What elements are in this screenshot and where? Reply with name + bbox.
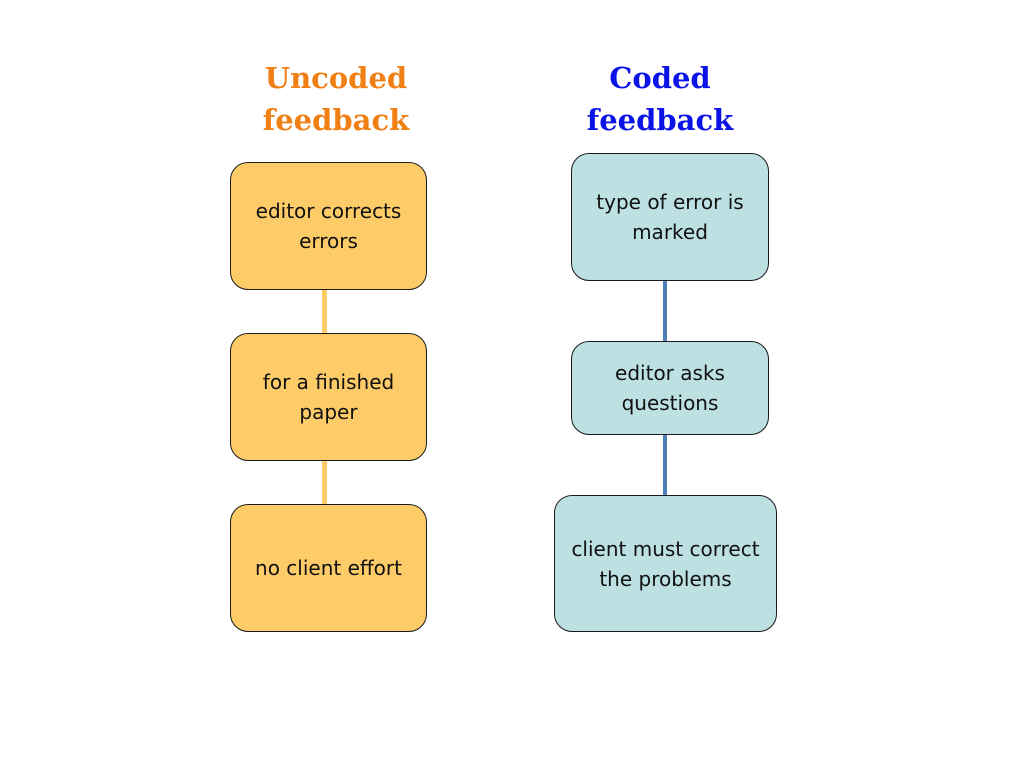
coded-heading-line1: Coded (609, 61, 711, 95)
coded-connector-2 (663, 434, 667, 496)
uncoded-box-no-client-effort: no client effort (230, 504, 427, 632)
coded-feedback-heading: Coded feedback (560, 57, 760, 141)
coded-box-editor-asks-questions: editor asks questions (571, 341, 769, 435)
coded-heading-line2: feedback (586, 103, 734, 137)
uncoded-connector-1 (322, 289, 327, 333)
uncoded-box-finished-paper: for a finished paper (230, 333, 427, 461)
uncoded-box-editor-corrects-errors: editor corrects errors (230, 162, 427, 290)
uncoded-heading-line1: Uncoded (264, 61, 408, 95)
coded-box-error-type-marked: type of error is marked (571, 153, 769, 281)
uncoded-heading-line2: feedback (262, 103, 410, 137)
uncoded-feedback-heading: Uncoded feedback (236, 57, 436, 141)
coded-connector-1 (663, 280, 667, 342)
uncoded-connector-2 (322, 460, 327, 504)
coded-box-client-must-correct: client must correct the problems (554, 495, 777, 632)
